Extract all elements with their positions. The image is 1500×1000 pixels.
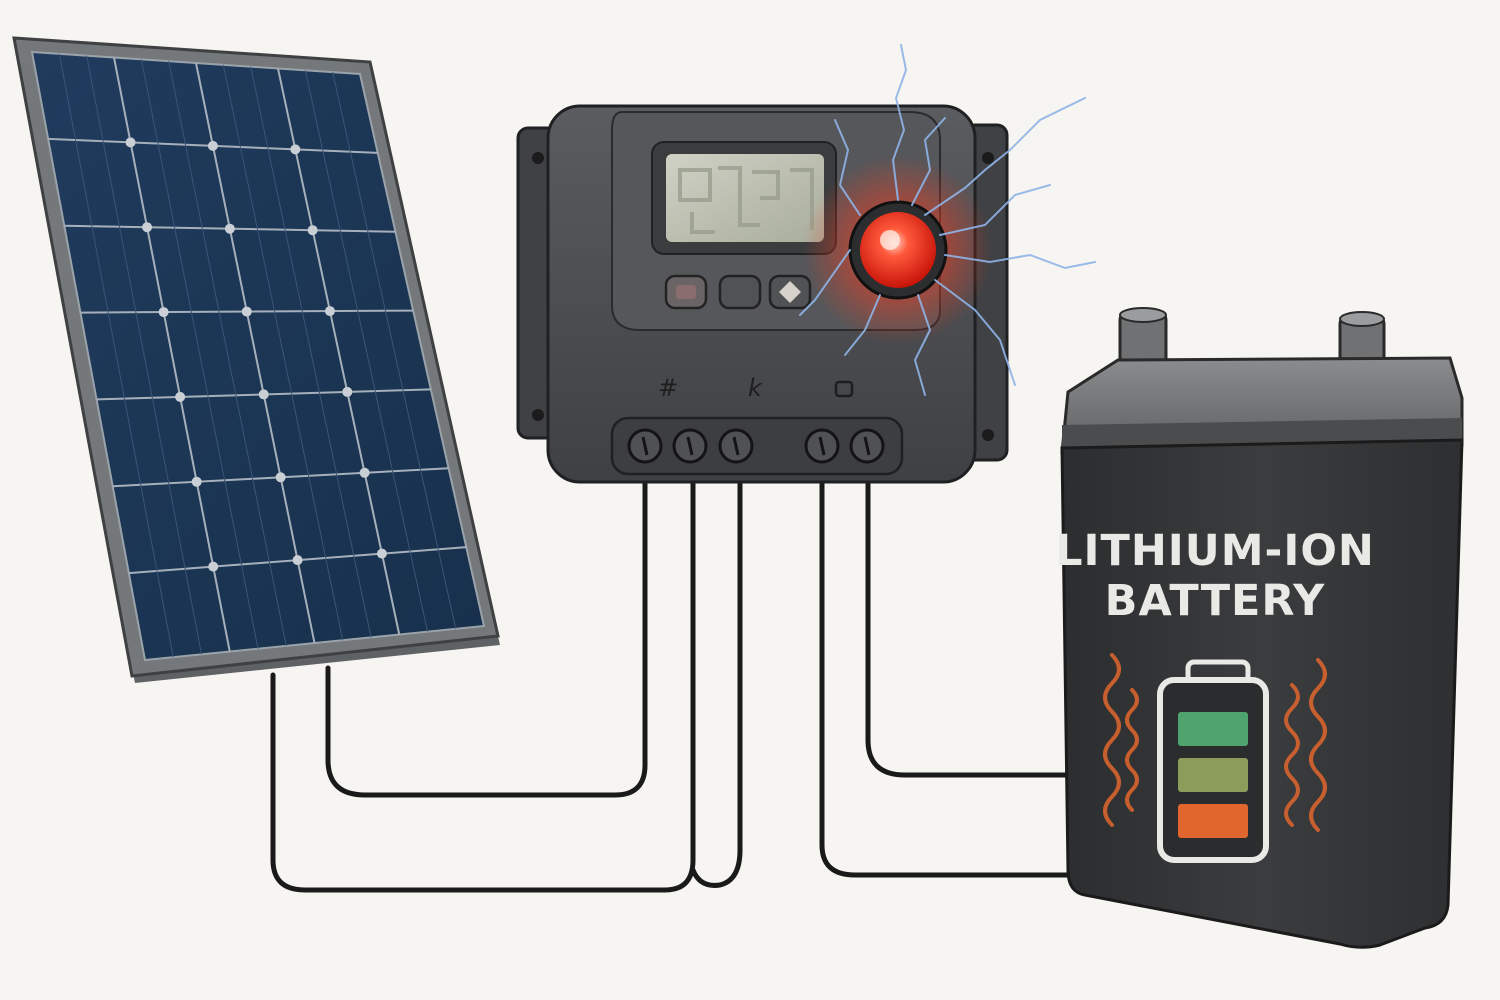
panel-grid-node bbox=[175, 391, 186, 402]
panel-grid-node bbox=[275, 472, 286, 483]
battery-label-line2: BATTERY bbox=[1105, 576, 1326, 626]
heat-wave bbox=[1125, 688, 1139, 812]
warning-light[interactable] bbox=[860, 212, 936, 288]
panel-busbar bbox=[86, 55, 202, 655]
terminal-slot bbox=[732, 436, 740, 456]
panel-grid-node bbox=[258, 389, 269, 400]
warning-light-highlight bbox=[880, 230, 900, 250]
panel-grid-node bbox=[208, 561, 219, 572]
panel-grid-node bbox=[376, 548, 387, 559]
wire-battery-negative bbox=[819, 477, 1073, 878]
panel-grid-line bbox=[277, 68, 401, 635]
heat-waves bbox=[1103, 653, 1327, 832]
panel-busbar bbox=[58, 53, 174, 658]
battery-terminal-positive-top bbox=[1339, 311, 1385, 327]
panel-busbar bbox=[168, 61, 287, 646]
charge-segments bbox=[1178, 712, 1248, 838]
diamond-icon bbox=[779, 281, 801, 303]
panel-grid-line bbox=[113, 57, 231, 652]
charge-segment-low bbox=[1178, 804, 1248, 838]
panel-grid-node bbox=[207, 140, 218, 151]
terminal-slot bbox=[863, 436, 871, 456]
wires bbox=[270, 477, 1073, 893]
charge-segment-high bbox=[1178, 712, 1248, 746]
charge-segment-mid bbox=[1178, 758, 1248, 792]
panel-grid-node bbox=[359, 467, 370, 478]
battery-terminal-negative-top bbox=[1119, 307, 1167, 323]
lcd-screen bbox=[666, 154, 824, 242]
panel-busbar bbox=[332, 72, 457, 629]
panel-grid-node bbox=[241, 306, 252, 317]
mount-hole bbox=[982, 152, 994, 164]
controller-button-middle[interactable] bbox=[718, 274, 762, 310]
port-glyph-2: k bbox=[748, 374, 763, 402]
panel-grid bbox=[48, 53, 467, 658]
solar-panel bbox=[12, 36, 500, 683]
panel-grid-node bbox=[342, 386, 353, 397]
panel-grid-node bbox=[290, 144, 301, 155]
heat-wave bbox=[1284, 683, 1300, 827]
battery-label-line1: LITHIUM-ION bbox=[1055, 526, 1375, 576]
panel-grid-node bbox=[191, 476, 202, 487]
terminals bbox=[627, 428, 885, 464]
panel-grid-node bbox=[224, 223, 235, 234]
heat-wave bbox=[1309, 658, 1327, 832]
mount-hole bbox=[532, 152, 544, 164]
panel-busbar bbox=[250, 66, 372, 638]
lithium-ion-battery: LITHIUM-ION BATTERY bbox=[1055, 307, 1464, 949]
terminal-slot bbox=[818, 436, 826, 456]
electric-sparks bbox=[799, 44, 1096, 396]
charge-controller: # k bbox=[516, 44, 1096, 484]
wire-panel-positive bbox=[325, 477, 648, 798]
panel-grid-line bbox=[195, 62, 316, 644]
panel-grid-node bbox=[324, 306, 335, 317]
panel-busbar bbox=[304, 70, 428, 632]
terminal-slot bbox=[686, 436, 694, 456]
panel-grid-node bbox=[125, 137, 136, 148]
wire-panel-negative-b bbox=[690, 477, 743, 888]
panel-busbar bbox=[140, 59, 259, 649]
panel-grid-node bbox=[292, 555, 303, 566]
port-glyph-1: # bbox=[658, 374, 678, 402]
panel-grid-node bbox=[158, 307, 169, 318]
panel-grid-node bbox=[142, 222, 153, 233]
panel-busbar bbox=[222, 64, 344, 641]
lcd-faint-segments bbox=[678, 166, 814, 234]
heat-wave bbox=[1103, 653, 1121, 827]
terminal-slot bbox=[641, 436, 649, 456]
port-glyph-3-icon bbox=[834, 380, 854, 398]
wire-battery-positive bbox=[865, 477, 1073, 778]
mount-hole bbox=[532, 409, 544, 421]
panel-cells bbox=[30, 50, 486, 662]
mount-hole bbox=[982, 429, 994, 441]
controller-button-left-face bbox=[676, 285, 696, 299]
panel-grid-node bbox=[307, 225, 318, 236]
